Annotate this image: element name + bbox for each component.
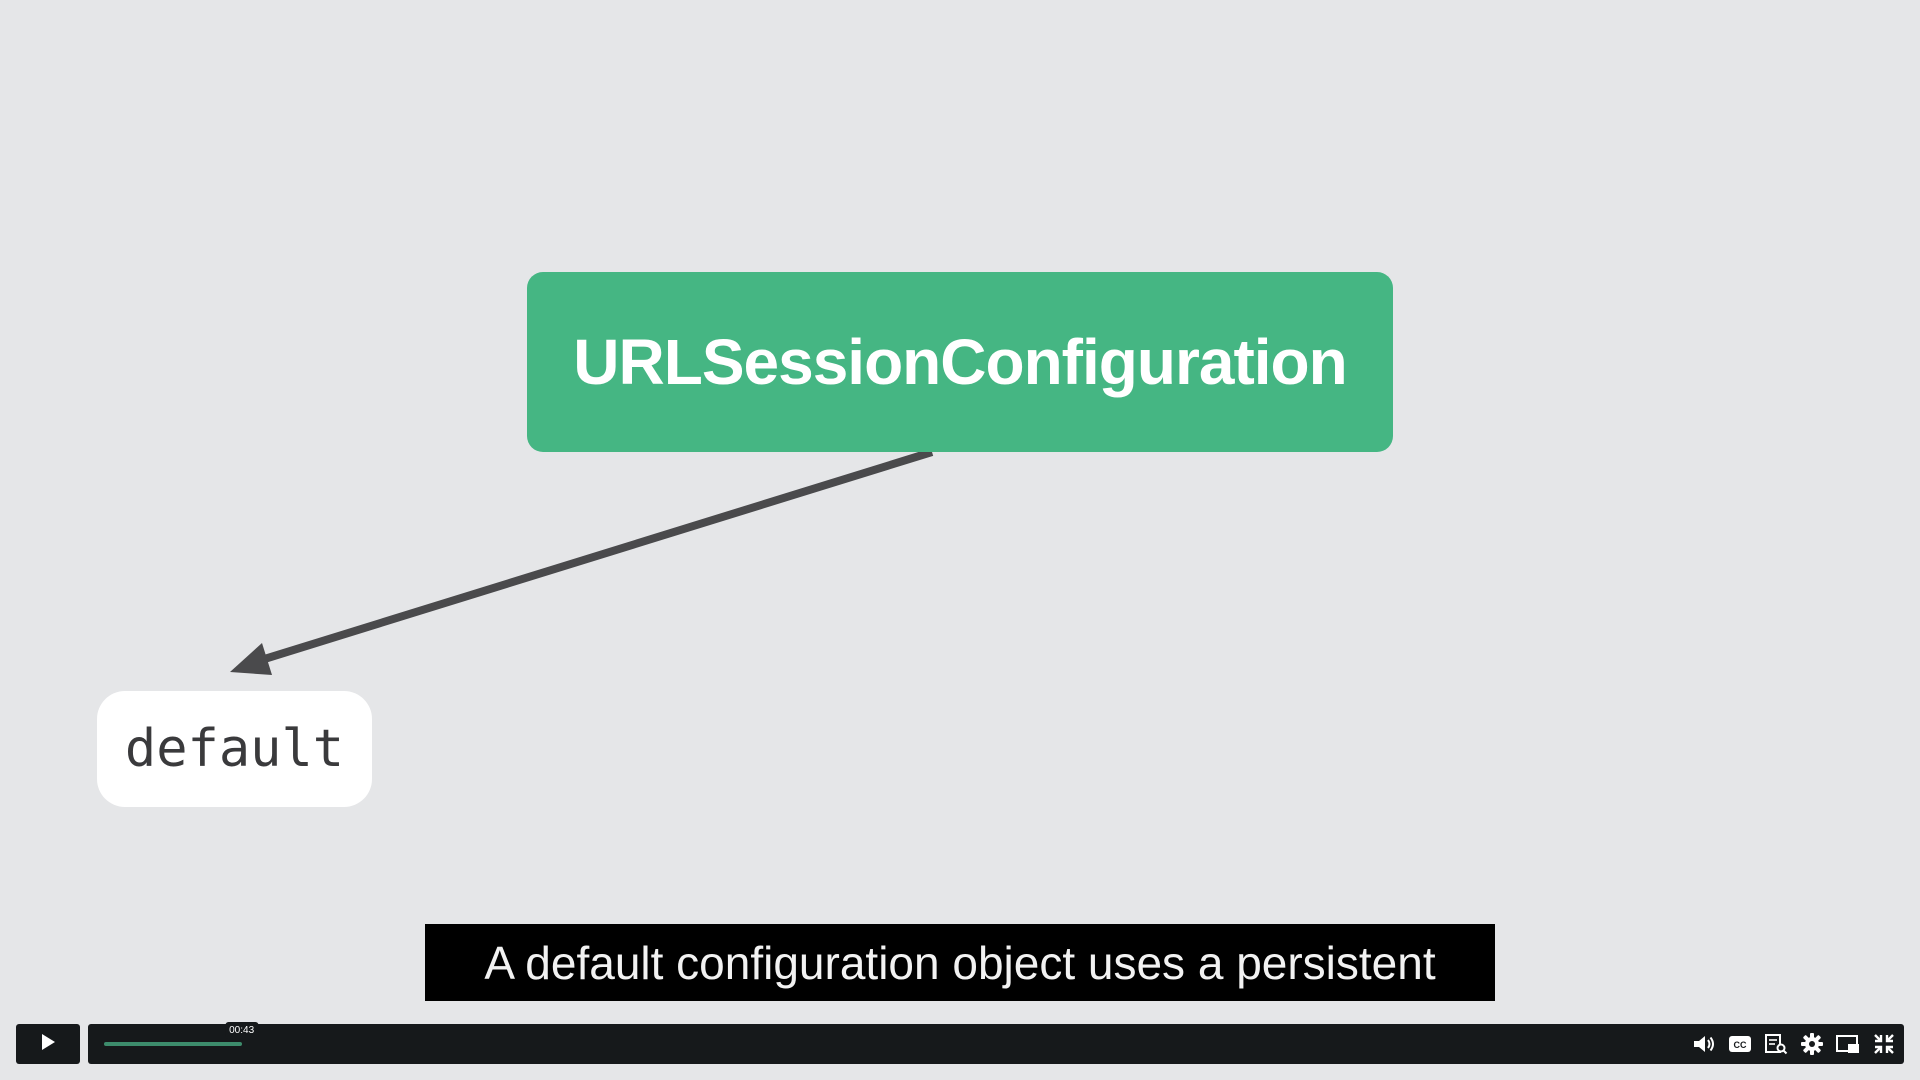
time-tooltip: 00:43	[225, 1022, 259, 1039]
pip-button[interactable]	[1836, 1032, 1860, 1056]
closed-captions-icon: CC	[1728, 1035, 1752, 1053]
exit-fullscreen-icon	[1873, 1033, 1895, 1055]
caption-text: A default configuration object uses a pe…	[484, 936, 1436, 989]
picture-in-picture-icon	[1836, 1034, 1860, 1054]
play-icon	[40, 1033, 56, 1056]
child-node: default	[97, 691, 372, 807]
captions-button[interactable]: CC	[1728, 1032, 1752, 1056]
subtitle-caption: A default configuration object uses a pe…	[425, 924, 1495, 1001]
volume-icon	[1692, 1033, 1716, 1055]
right-controls: CC	[1692, 1024, 1896, 1064]
volume-button[interactable]	[1692, 1032, 1716, 1056]
progress-bar[interactable]: 00:43	[104, 1022, 1584, 1046]
transcript-button[interactable]	[1764, 1032, 1788, 1056]
root-node-label: URLSessionConfiguration	[573, 326, 1347, 398]
child-node-label: default	[124, 719, 345, 779]
fullscreen-button[interactable]	[1872, 1032, 1896, 1056]
play-button[interactable]	[16, 1024, 80, 1064]
transcript-icon	[1764, 1033, 1788, 1055]
svg-text:CC: CC	[1734, 1040, 1747, 1050]
player-controls: 00:43 CC	[0, 1020, 1920, 1064]
control-bar: 00:43 CC	[88, 1022, 1904, 1064]
settings-button[interactable]	[1800, 1032, 1824, 1056]
root-node: URLSessionConfiguration	[527, 272, 1393, 452]
progress-fill	[104, 1042, 242, 1046]
settings-icon	[1800, 1032, 1824, 1056]
